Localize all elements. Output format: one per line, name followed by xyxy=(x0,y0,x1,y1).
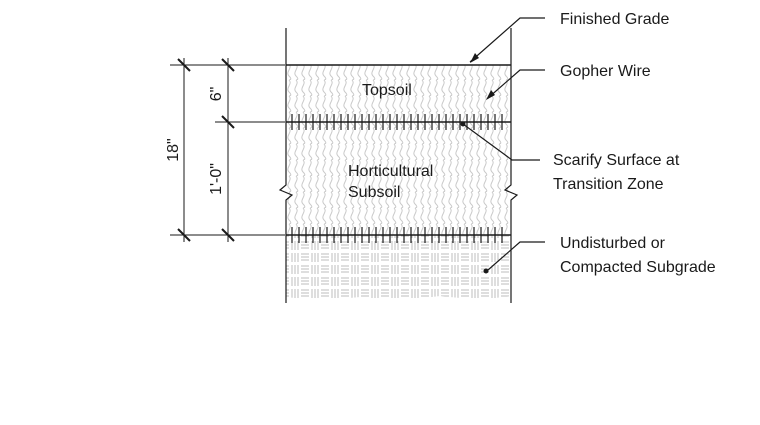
subgrade-fill xyxy=(286,235,511,301)
dimension-total-label: 18" xyxy=(165,138,182,161)
scarify-callout-line2: Transition Zone xyxy=(553,176,664,193)
dimension-topsoil-label: 6" xyxy=(208,87,225,102)
subsoil-label-line2: Subsoil xyxy=(348,184,400,201)
dimension-subsoil-label: 1'-0" xyxy=(208,163,225,195)
topsoil-and-subsoil-fill xyxy=(286,65,511,235)
dimension-topsoil-subsoil xyxy=(215,58,285,242)
scarify-leader xyxy=(460,121,540,161)
subgrade-callout-line2: Compacted Subgrade xyxy=(560,259,716,276)
subsoil-label-line1: Horticultural xyxy=(348,163,433,180)
finished-grade-leader xyxy=(469,17,545,63)
subgrade-leader xyxy=(483,241,545,274)
scarify-callout-line1: Scarify Surface at xyxy=(553,152,680,169)
topsoil-label: Topsoil xyxy=(362,82,412,99)
gopher-wire-hatching xyxy=(291,114,503,130)
finished-grade-callout: Finished Grade xyxy=(560,11,669,28)
section-left-edge xyxy=(278,28,294,303)
subgrade-scarify-hatching xyxy=(291,227,503,243)
gopher-wire-callout: Gopher Wire xyxy=(560,63,651,80)
subgrade-callout-line1: Undisturbed or xyxy=(560,235,666,252)
gopher-wire-leader xyxy=(486,69,545,100)
